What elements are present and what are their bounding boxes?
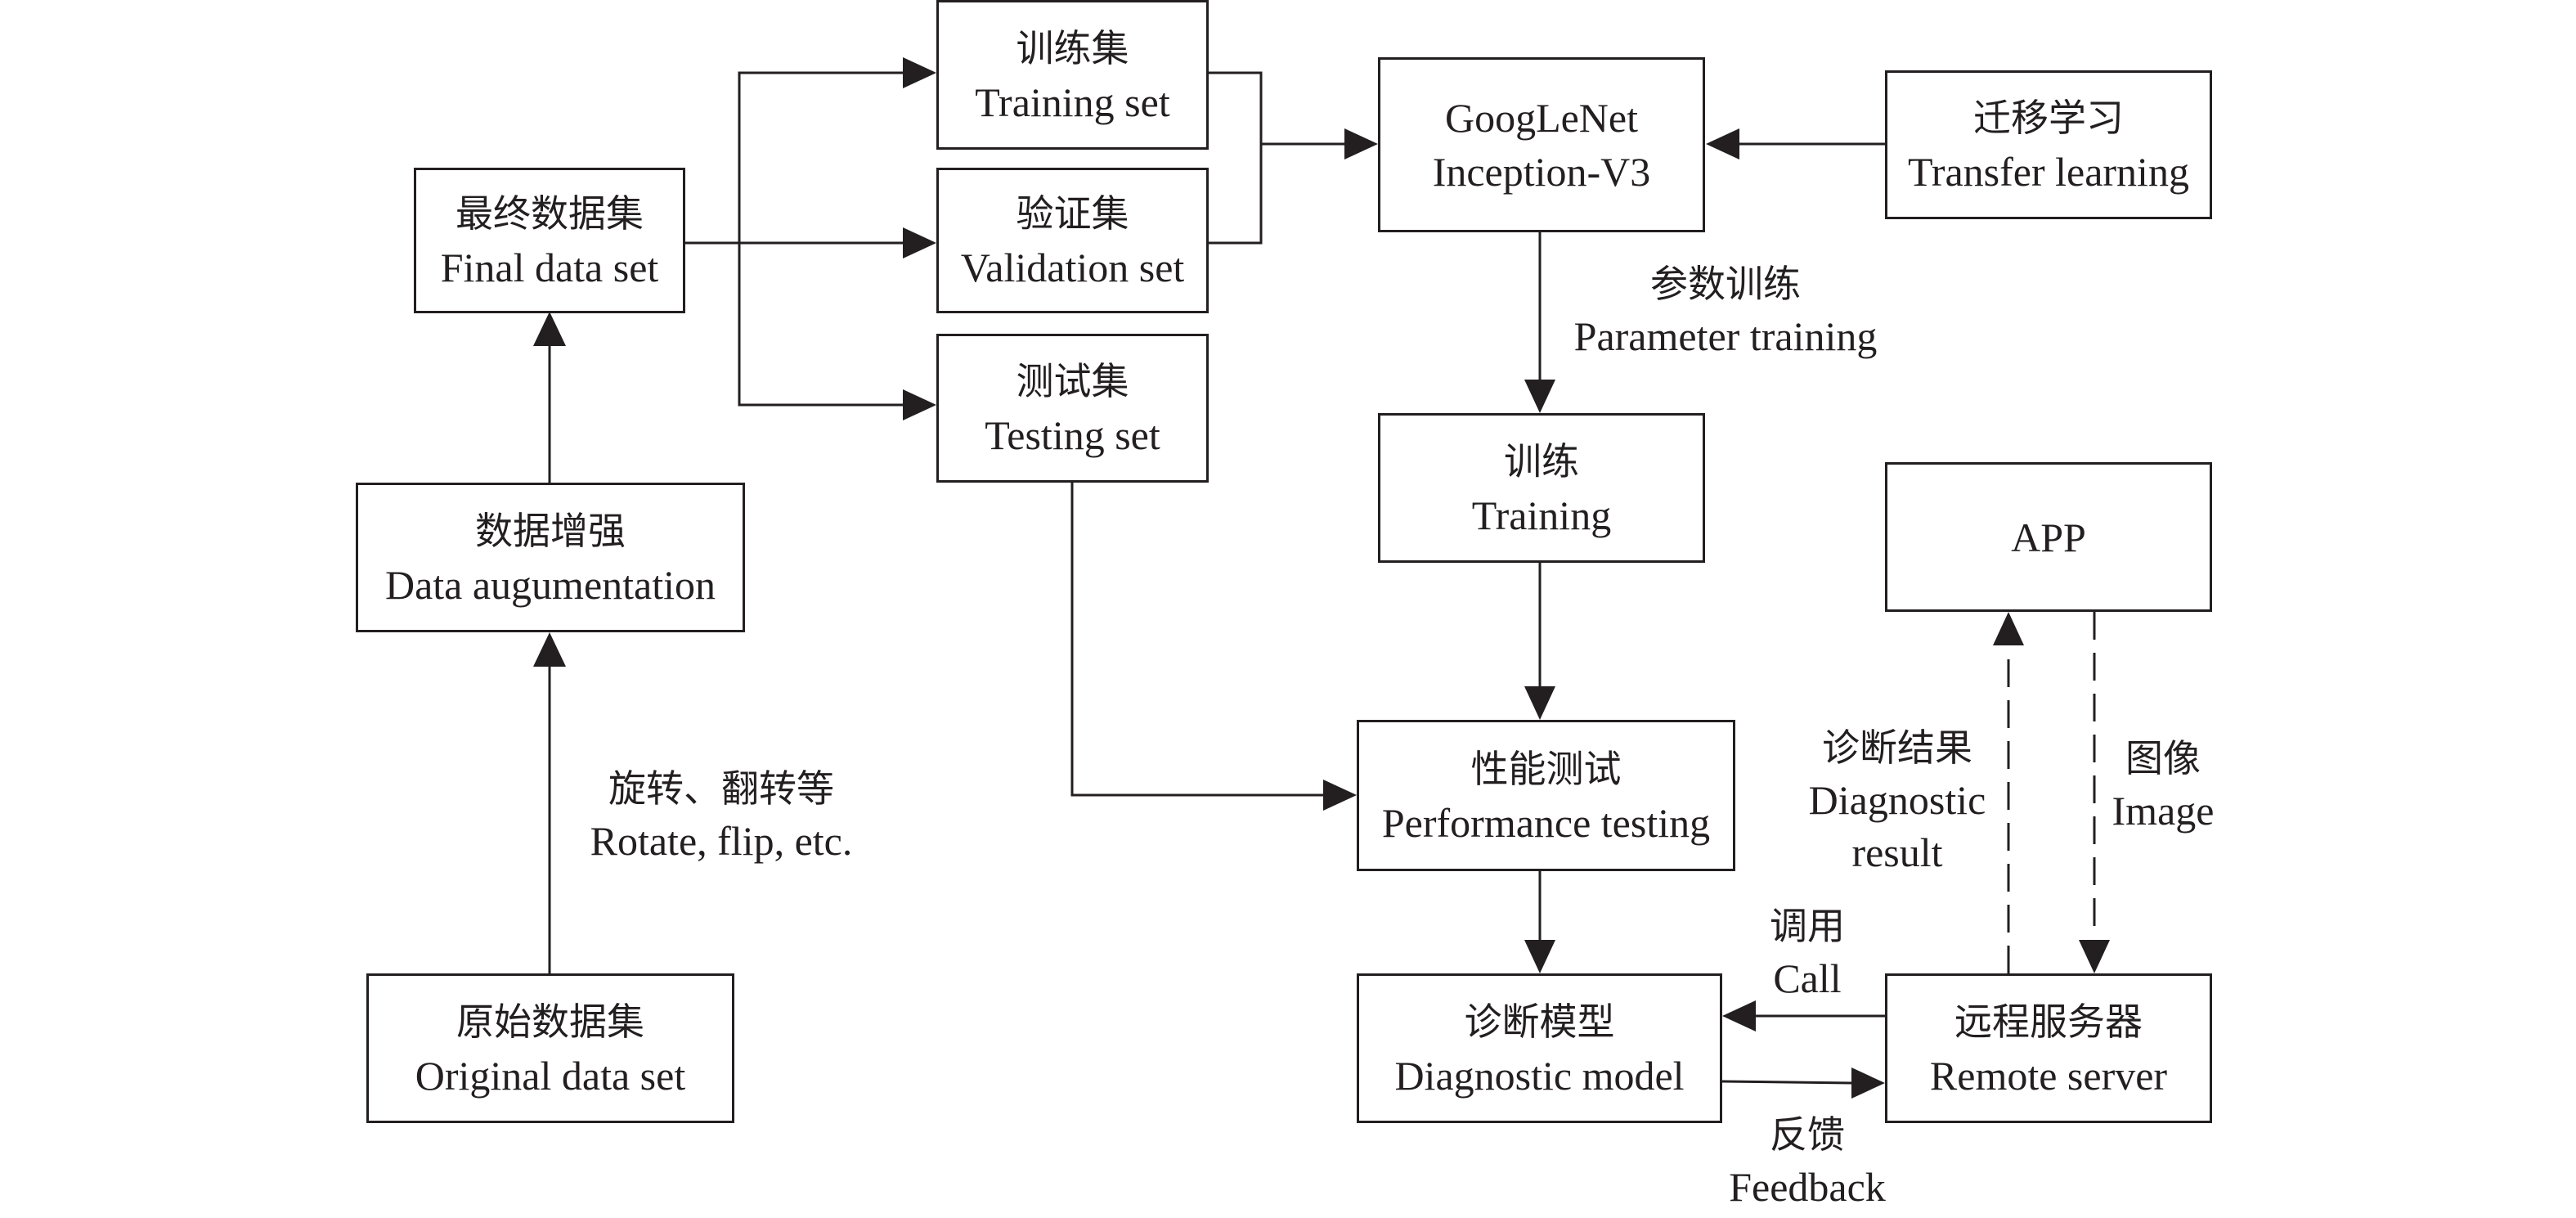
node-label-en: Final data set	[440, 245, 659, 290]
edge-label-zh: 反馈	[1770, 1112, 1845, 1157]
node-validation-set: 验证集 Validation set	[936, 168, 1209, 313]
edge-label-zh: 旋转、翻转等	[608, 766, 834, 811]
node-label: APP	[2011, 514, 2086, 560]
node-label-zh: 远程服务器	[1954, 999, 2143, 1044]
node-label-zh: 数据增强	[475, 508, 626, 553]
node-label-en: Performance testing	[1381, 799, 1711, 846]
arrowhead	[1706, 128, 1739, 160]
node-label-en: Transfer learning	[1908, 149, 2189, 195]
arrowhead	[1524, 380, 1555, 413]
node-label-en: Training	[1471, 492, 1612, 538]
edge-final-to-testing-set	[738, 243, 905, 407]
arrowhead	[903, 389, 936, 420]
node-transfer-learning: 迁移学习 Transfer learning	[1885, 70, 2212, 219]
edge-label-en: Image	[2112, 788, 2215, 834]
edge-label-en: Parameter training	[1573, 313, 1878, 359]
node-original-data-set: 原始数据集 Original data set	[366, 973, 734, 1123]
edge-label-diagnostic-result: 诊断结果 Diagnostic result	[1775, 721, 2020, 879]
node-label-line2: Inception-V3	[1432, 149, 1651, 195]
node-label-zh: 诊断模型	[1464, 999, 1615, 1044]
edge-label-rotate-flip: 旋转、翻转等 Rotate, flip, etc.	[550, 762, 893, 867]
edge-label-zh: 参数训练	[1650, 262, 1801, 306]
node-label-zh: 训练	[1504, 438, 1579, 483]
node-training: 训练 Training	[1378, 413, 1705, 563]
arrowhead	[533, 632, 566, 667]
edge-label-zh: 图像	[2125, 736, 2201, 780]
node-label-zh: 迁移学习	[1973, 96, 2124, 140]
node-label-line1: GoogLeNet	[1444, 95, 1639, 141]
node-label-en: Original data set	[415, 1052, 686, 1099]
edge-label-zh: 调用	[1770, 904, 1845, 948]
edge-label-en: Feedback	[1729, 1164, 1886, 1210]
edge-label-zh: 诊断结果	[1822, 726, 1972, 770]
arrowhead	[1993, 612, 2024, 645]
node-training-set: 训练集 Training set	[936, 0, 1209, 150]
edge-label-en-line1: Diagnostic	[1808, 777, 1986, 823]
edge-testing-to-performance	[1070, 483, 1325, 797]
node-remote-server: 远程服务器 Remote server	[1885, 973, 2212, 1123]
node-label-en: Data augumentation	[384, 561, 716, 608]
edge-final-to-training-set	[685, 71, 905, 245]
edge-label-en: Rotate, flip, etc.	[590, 818, 853, 864]
arrowhead	[2079, 940, 2110, 973]
node-final-data-set: 最终数据集 Final data set	[414, 168, 685, 313]
node-data-augmentation: 数据增强 Data augumentation	[356, 483, 745, 632]
edge-label-en-line2: result	[1851, 829, 1943, 875]
node-label-en: Diagnostic model	[1394, 1052, 1685, 1099]
node-label-zh: 测试集	[1016, 359, 1129, 403]
node-label-zh: 性能测试	[1470, 746, 1622, 791]
node-label-zh: 训练集	[1016, 25, 1129, 70]
node-label-zh: 最终数据集	[456, 191, 644, 236]
arrowhead	[1524, 940, 1555, 973]
node-app: APP	[1885, 462, 2212, 612]
edge-label-feedback: 反馈 Feedback	[1709, 1108, 1905, 1213]
edge-bracket-train-val	[1209, 71, 1263, 245]
node-diagnostic-model: 诊断模型 Diagnostic model	[1357, 973, 1722, 1123]
node-label-zh: 原始数据集	[456, 999, 644, 1044]
edge-label-parameter-training: 参数训练 Parameter training	[1546, 258, 1905, 362]
arrowhead	[903, 57, 936, 88]
node-label-en: Training set	[975, 79, 1170, 125]
node-performance-testing: 性能测试 Performance testing	[1357, 720, 1735, 871]
node-label-en: Validation set	[960, 245, 1185, 290]
node-label-en: Remote server	[1929, 1052, 2168, 1099]
node-label-en: Testing set	[985, 412, 1160, 458]
edge-model-to-server-feedback	[1721, 1080, 1853, 1085]
arrowhead	[1344, 128, 1378, 160]
node-testing-set: 测试集 Testing set	[936, 334, 1209, 483]
arrowhead	[1722, 1000, 1756, 1031]
arrowhead	[1524, 686, 1555, 720]
node-googlenet: GoogLeNet Inception-V3	[1378, 57, 1705, 232]
arrowhead	[1323, 780, 1357, 811]
edge-label-en: Call	[1773, 955, 1842, 1001]
edge-label-call: 调用 Call	[1734, 900, 1881, 1005]
arrowhead	[903, 227, 936, 258]
node-label-zh: 验证集	[1016, 191, 1129, 236]
arrowhead	[1851, 1067, 1885, 1099]
arrowhead	[533, 312, 566, 346]
edge-label-image: 图像 Image	[2081, 732, 2245, 837]
